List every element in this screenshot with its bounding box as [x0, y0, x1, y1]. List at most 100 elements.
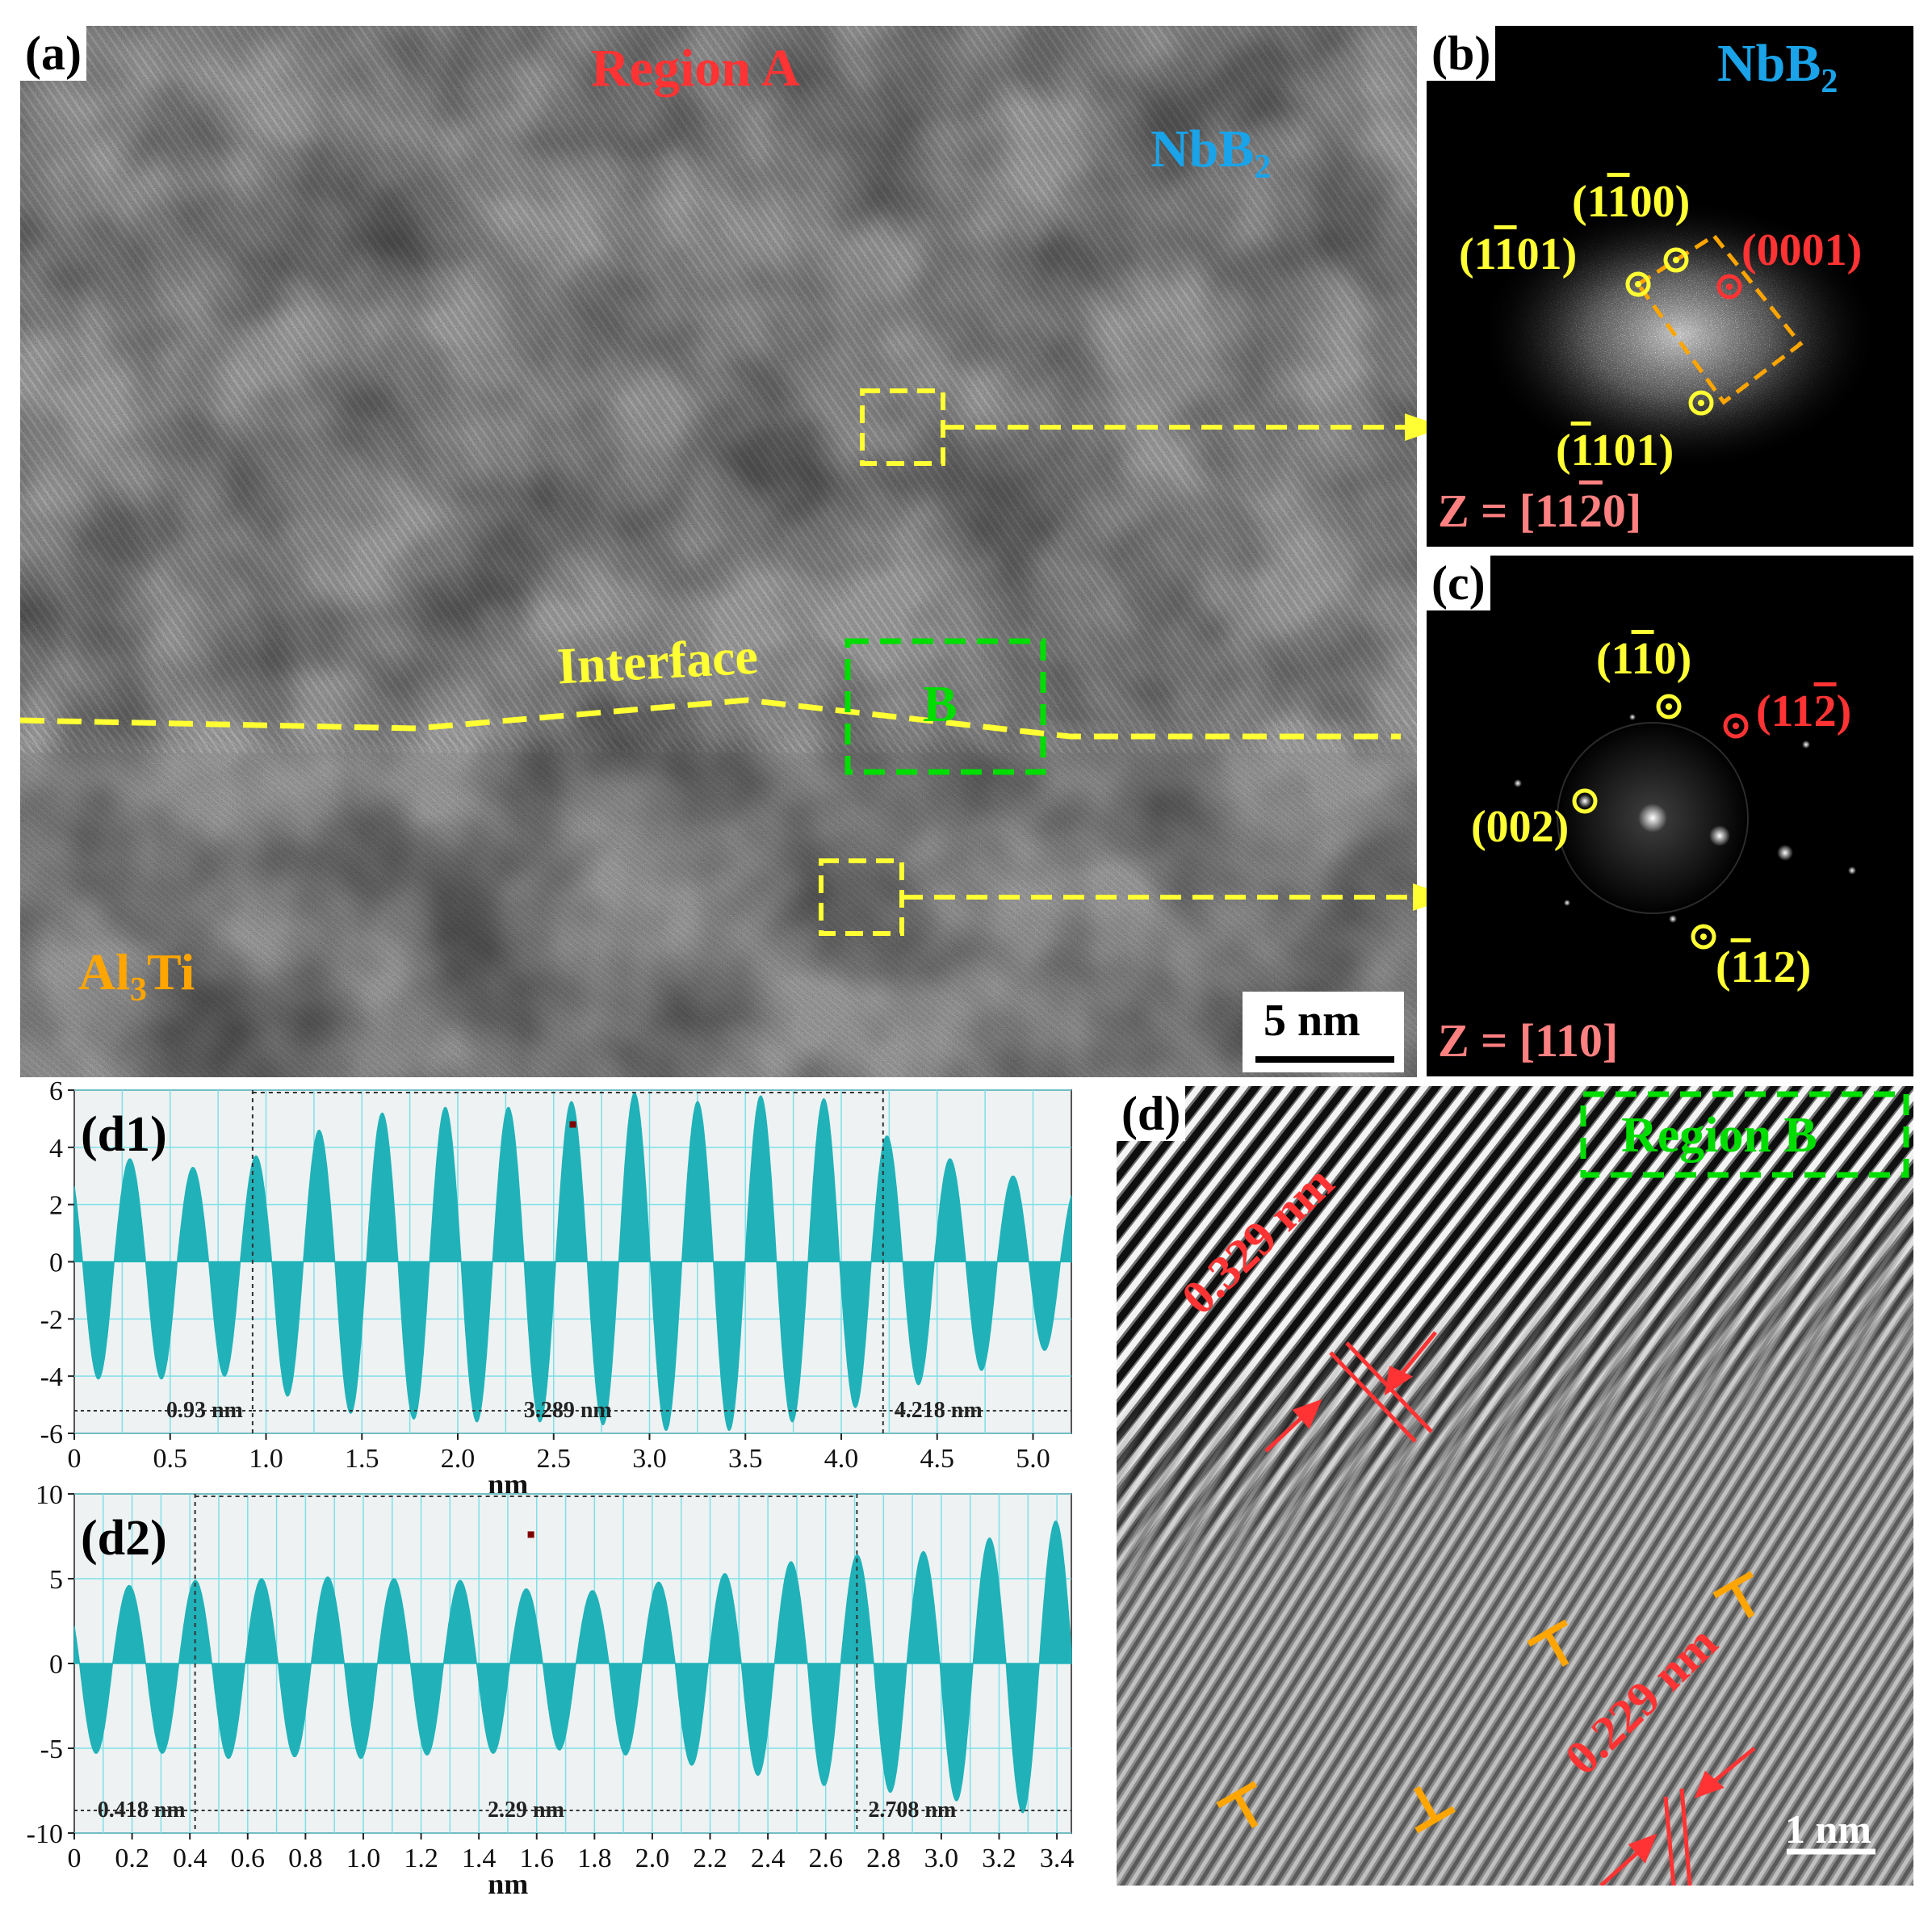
fft-spot-1100	[1663, 247, 1689, 273]
y-tick-label: 2	[49, 1191, 63, 1221]
panel-label: (d2)	[81, 1511, 167, 1566]
x-tick-label: 2.8	[866, 1844, 901, 1873]
y-tick-label: -6	[40, 1420, 63, 1449]
saed-label-002: (002)	[1471, 802, 1569, 852]
saed-label-11m2: (112)	[1756, 686, 1852, 736]
panel-a-hrtem: (a) Region A NbB2 Interface B Al3Ti 5 nm	[20, 26, 1417, 1077]
phase-al3ti-label: Al3Ti	[78, 943, 195, 1009]
x-tick-label: 1.0	[249, 1444, 283, 1474]
phase-nbb2-label: NbB2	[1150, 120, 1272, 187]
y-tick-label: -2	[40, 1305, 63, 1335]
scale-bar-1nm: 1 nm	[1785, 1806, 1871, 1852]
fft-spot-0001	[1716, 274, 1742, 300]
panel-b-phase-label: NbB2	[1717, 34, 1838, 101]
region-b-box	[844, 638, 1046, 775]
x-tick-label: 4.5	[920, 1444, 955, 1474]
x-tick-label: 1.2	[404, 1844, 438, 1873]
region-b-box-label: B	[923, 675, 958, 732]
marker-annotation: 4.218 nm	[895, 1398, 983, 1423]
profile-waveform	[73, 1092, 1072, 1431]
saed-central-beam	[1638, 803, 1667, 833]
x-tick-label: 1.0	[346, 1844, 381, 1873]
scale-bar-5nm: 5 nm	[1243, 992, 1404, 1072]
y-tick-label: -4	[40, 1362, 63, 1392]
fft-spot-m1101	[1688, 390, 1714, 416]
panel-b-fft: (b) NbB2 (1100) (1101) (0001) (1101) Z =…	[1427, 26, 1913, 547]
saed-spot-11m2	[1723, 713, 1749, 739]
interface-line	[20, 697, 1401, 740]
y-tick-label: -5	[40, 1735, 63, 1764]
marker-annotation: 0.418 nm	[98, 1798, 186, 1823]
panel-d-label: (d)	[1117, 1086, 1186, 1141]
y-tick-label: 0	[49, 1248, 63, 1278]
profile-waveform	[73, 1520, 1072, 1814]
x-tick-label: 0.4	[173, 1844, 207, 1873]
ifft-fringe-image	[1117, 1086, 1913, 1886]
saed-label-1m10: (110)	[1596, 634, 1692, 684]
x-tick-label: 3.0	[924, 1844, 959, 1873]
y-tick-label: 6	[49, 1078, 63, 1106]
spacing-marker-bottom	[1599, 1747, 1756, 1886]
panel-d-ifft: (d) Region B 0.329 nm 0.229 nm ⊤ ⊤ ⊤ ⊥ 1…	[1117, 1086, 1913, 1886]
x-tick-label: 3.0	[632, 1444, 667, 1474]
fft-label-m1101: (1101)	[1556, 426, 1674, 476]
marker-annotation: 0.93 nm	[166, 1398, 243, 1423]
x-tick-label: 2.5	[537, 1444, 572, 1474]
x-tick-label: 1.6	[520, 1844, 555, 1873]
x-tick-label: 2.2	[693, 1844, 727, 1873]
saed-spot-m112	[1691, 924, 1716, 950]
y-tick-label: 0	[49, 1650, 63, 1680]
hrtem-image	[20, 26, 1417, 1077]
x-tick-label: 3.5	[728, 1444, 763, 1474]
x-tick-label: 0	[68, 1444, 82, 1474]
line-profile-charts: 0.93 nm 3.289 nm 4.218 nm 0 0.5 1.0 1.5 2.0 2.5 3…	[27, 1078, 1075, 1900]
x-tick-label: 0.8	[288, 1844, 323, 1873]
x-tick-label: 4.0	[824, 1444, 859, 1474]
scale-bar-line	[1255, 1056, 1394, 1063]
fft-pattern	[1427, 26, 1913, 547]
x-tick-label: 0.5	[153, 1444, 188, 1474]
region-b-tag-box	[1580, 1091, 1909, 1178]
marker-annotation: 2.708 nm	[868, 1798, 956, 1823]
cursor-dot	[569, 1121, 576, 1128]
y-tick-label: -10	[27, 1819, 63, 1849]
fft-label-1100: (1100)	[1572, 177, 1691, 227]
y-tick-label: 10	[36, 1480, 63, 1510]
marker-annotation: 3.289 nm	[524, 1398, 612, 1423]
panel-c-saed: (c) (110) (112) (002) (112) Z = [110]	[1427, 556, 1913, 1076]
line-profile-d1: 0.93 nm 3.289 nm 4.218 nm 0 0.5 1.0 1.5 2.0 2.5 3…	[40, 1078, 1072, 1500]
x-tick-label: 0	[68, 1844, 82, 1873]
x-tick-label: 1.4	[462, 1844, 497, 1873]
x-tick-label: 3.2	[982, 1844, 1016, 1873]
fft-reciprocal-cell	[1635, 233, 1804, 405]
region-a-label: Region A	[591, 39, 800, 98]
x-tick-label: 2.0	[635, 1844, 670, 1873]
saed-spot-002	[1572, 788, 1598, 814]
y-tick-label: 4	[49, 1134, 63, 1164]
panel-a-label: (a)	[20, 26, 86, 81]
saed-spot-1m10	[1656, 694, 1682, 719]
x-axis-label: nm	[488, 1868, 528, 1900]
saed-pattern	[1514, 694, 1856, 950]
x-tick-label: 3.4	[1040, 1844, 1075, 1873]
x-tick-label: 2.6	[808, 1844, 843, 1873]
marker-annotation: 2.29 nm	[488, 1798, 564, 1823]
x-tick-label: 2.4	[751, 1844, 786, 1873]
panel-b-label: (b)	[1427, 26, 1496, 81]
fft-spot-1101	[1625, 271, 1651, 297]
panel-c-label: (c)	[1427, 556, 1490, 610]
x-tick-label: 0.6	[231, 1844, 266, 1873]
panel-label: (d1)	[81, 1107, 167, 1162]
x-tick-label: 0.2	[115, 1844, 149, 1873]
line-profile-d2: 0.418 nm 2.29 nm 2.708 nm 0 0.2 0.4 0.6 0.8 1.0 1…	[27, 1480, 1075, 1900]
y-tick-label: 5	[49, 1565, 63, 1595]
fft-label-1101: (1101)	[1459, 229, 1578, 279]
x-tick-label: 2.0	[441, 1444, 476, 1474]
x-tick-label: 5.0	[1016, 1444, 1050, 1474]
x-tick-label: 1.8	[577, 1844, 612, 1873]
cursor-dot	[527, 1531, 534, 1538]
fft-label-0001: (0001)	[1741, 225, 1863, 275]
region-b-tag: Region B	[1621, 1108, 1817, 1163]
arrow-head-top	[1405, 413, 1445, 441]
x-tick-label: 1.5	[345, 1444, 379, 1474]
